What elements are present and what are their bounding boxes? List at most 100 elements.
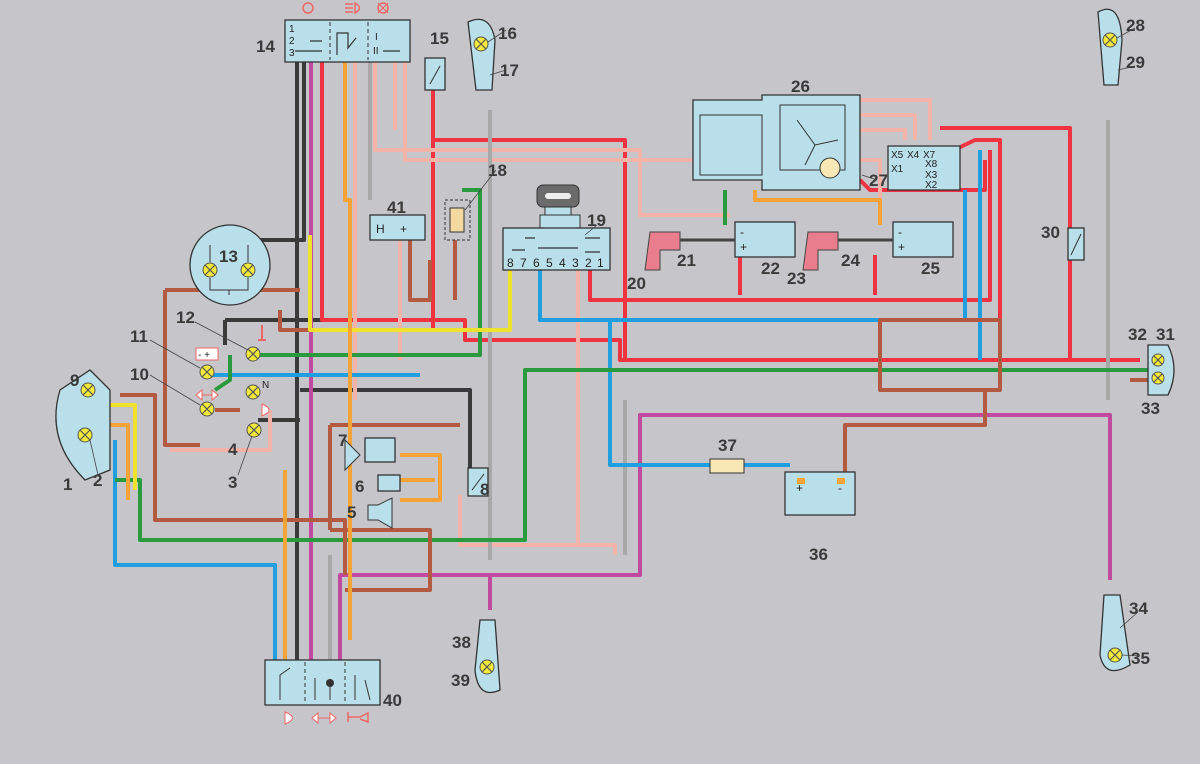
lamp-housing-28-29 — [1097, 8, 1123, 86]
terminal-3: 3 — [572, 256, 579, 270]
switch14-terminal-1: 1 — [289, 24, 295, 35]
spark-plug-cap-24 — [802, 231, 893, 271]
lamp-icon — [199, 364, 215, 380]
parking-light-icon — [377, 2, 389, 14]
wire-orange — [100, 62, 882, 660]
lamp-icon — [246, 422, 262, 438]
label-5: 5 — [347, 503, 356, 522]
headlight-1-2 — [55, 369, 111, 481]
switch-30 — [1067, 227, 1085, 261]
label-31: 31 — [1156, 325, 1175, 344]
terminal-1: 1 — [597, 256, 604, 270]
terminal-2: 2 — [585, 256, 592, 270]
ignition-coil-25: - + — [892, 221, 954, 258]
label-32: 32 — [1128, 325, 1147, 344]
terminal-X8: X8 — [925, 159, 938, 170]
relay41-terminal-H: H — [376, 222, 385, 236]
terminal-X2: X2 — [925, 180, 938, 191]
label-17: 17 — [500, 61, 519, 80]
terminal-7: 7 — [520, 256, 527, 270]
charge-mark: - + — [198, 350, 210, 361]
label-27: 27 — [869, 171, 888, 190]
switch14-terminal-2: 2 — [289, 36, 295, 47]
terminal-5: 5 — [546, 256, 553, 270]
label-7: 7 — [338, 431, 347, 450]
label-38: 38 — [452, 633, 471, 652]
label-21: 21 — [677, 251, 696, 270]
label-26: 26 — [791, 77, 810, 96]
coil22-minus: - — [740, 225, 744, 239]
switch-8 — [467, 467, 489, 497]
wire-pink — [170, 62, 932, 555]
switch-6 — [377, 474, 401, 492]
terminal-X3: X3 — [925, 170, 938, 181]
label-28: 28 — [1126, 16, 1145, 35]
label-40: 40 — [383, 691, 402, 710]
label-4: 4 — [228, 440, 238, 459]
lamp-housing-34-35 — [1099, 594, 1131, 672]
battery-minus: - — [838, 481, 842, 495]
fuse-37 — [709, 458, 745, 474]
horn-5 — [367, 497, 393, 529]
lamp-icon — [199, 401, 215, 417]
coil25-plus: + — [898, 240, 905, 254]
battery-warning-icon — [195, 347, 219, 361]
label-10: 10 — [130, 365, 149, 384]
terminal-4: 4 — [559, 256, 566, 270]
label-13: 13 — [219, 247, 238, 266]
wire-green — [115, 188, 1150, 542]
wire-grey — [328, 62, 1110, 660]
label-19: 19 — [587, 211, 606, 230]
lamp-housing-38-39 — [474, 619, 501, 694]
wire-black — [223, 62, 472, 680]
coil22-plus: + — [740, 240, 747, 254]
tail-light-31-33 — [1147, 344, 1175, 396]
label-37: 37 — [718, 436, 737, 455]
turn-arrows-icon — [311, 711, 337, 725]
lamp-icon — [240, 262, 256, 278]
high-beam-indicator-icon — [261, 403, 270, 417]
high-beam-icon — [284, 711, 293, 725]
switch14-terminal-3: 3 — [289, 48, 295, 59]
switch14-terminal-II: II — [373, 46, 379, 57]
turn-arrows-icon — [195, 388, 219, 402]
label-41: 41 — [387, 198, 406, 217]
lamp-icon — [245, 346, 261, 362]
label-9: 9 — [70, 371, 79, 390]
lamp-icon — [77, 427, 93, 443]
lamp-icon — [245, 384, 261, 400]
turn-relay-7 — [344, 437, 396, 472]
label-23: 23 — [787, 269, 806, 288]
indicator-lamps: - + N — [195, 325, 270, 438]
relay41-terminal-plus: + — [400, 222, 407, 236]
lamp-icon — [1151, 371, 1165, 385]
brake-switch-15 — [424, 57, 446, 91]
terminal-X7: X7 — [923, 150, 936, 161]
ignition-switch-19[interactable]: 8 7 6 5 4 3 2 1 — [502, 184, 611, 271]
handlebar-switch-40[interactable] — [264, 659, 381, 725]
label-39: 39 — [451, 671, 470, 690]
label-2: 2 — [93, 471, 102, 490]
horn-icon — [347, 711, 369, 724]
label-35: 35 — [1131, 649, 1150, 668]
terminal-X4: X4 — [907, 150, 920, 161]
lamp-icon — [479, 659, 495, 675]
label-12: 12 — [176, 308, 195, 327]
label-14: 14 — [256, 37, 275, 56]
generator-26 — [692, 94, 861, 191]
leader-lines — [89, 27, 1141, 657]
temperature-icon — [258, 325, 266, 341]
label-15: 15 — [430, 29, 449, 48]
lamp-icon — [1151, 353, 1165, 367]
neutral-mark: N — [262, 380, 269, 391]
label-16: 16 — [498, 24, 517, 43]
relay-41: H + — [369, 214, 426, 241]
label-25: 25 — [921, 259, 940, 278]
headlight-switch-14[interactable]: 1 2 3 I II — [284, 1, 411, 63]
lamp-icon — [1107, 647, 1123, 663]
terminal-X5: X5 — [891, 150, 904, 161]
battery-36: + - — [784, 471, 856, 516]
wire-blue — [113, 150, 982, 660]
ignition-coil-22: - + — [734, 221, 796, 258]
